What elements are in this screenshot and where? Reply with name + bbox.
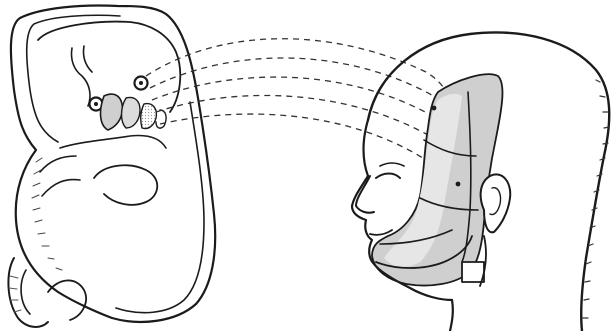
embryo [8, 6, 215, 327]
embryo-neural-tube [71, 48, 90, 106]
mouth [370, 230, 392, 235]
eye [376, 174, 400, 179]
neck-front [450, 300, 453, 331]
marker-dot-upper [432, 106, 437, 111]
pharyngeal-arch-2 [122, 98, 141, 129]
pharyngeal-arch-4 [156, 110, 166, 128]
eyebrow [380, 163, 404, 166]
embryo-tail-stripes [9, 276, 21, 312]
neck-region-box [462, 262, 484, 282]
embryo-somites [32, 158, 62, 270]
ear [481, 174, 511, 232]
embryo-yolk-stalk [48, 280, 86, 320]
embryo-tail-inner [21, 270, 30, 314]
embryo-body-fold [40, 156, 80, 196]
child-head [352, 33, 609, 331]
mapping-line-5 [160, 114, 458, 214]
embryo-tail [8, 258, 48, 327]
marker-dot-middle [456, 182, 461, 187]
mapping-line-1 [146, 39, 452, 112]
embryo-neural-tube-2 [83, 46, 92, 72]
embryo-outer-contour [11, 6, 215, 322]
embryo-heart [60, 136, 166, 149]
embryo-limb-bud [94, 165, 157, 204]
pharyngeal-arch-3 [141, 104, 157, 129]
pharyngeal-arch-1 [101, 94, 123, 130]
mapping-line-2 [150, 58, 460, 134]
mapping-line-4 [156, 95, 466, 196]
